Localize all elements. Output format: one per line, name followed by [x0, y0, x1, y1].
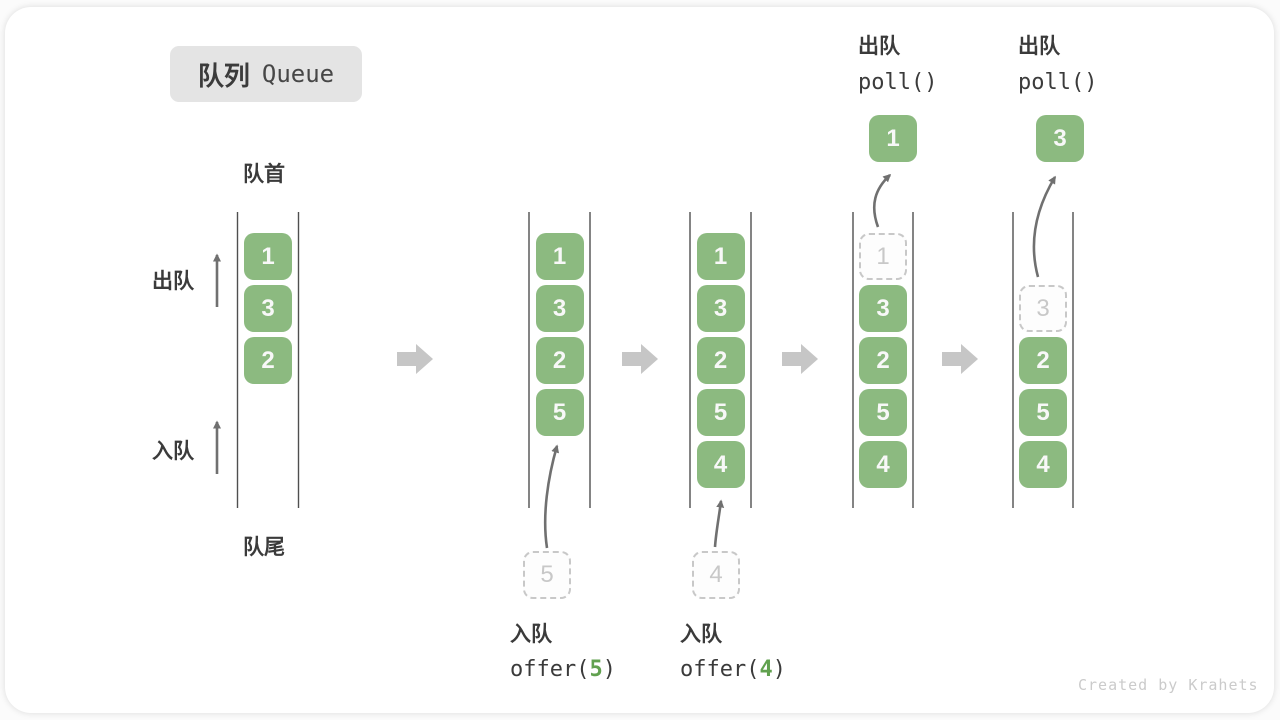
queue-slot-box: 4 — [696, 441, 745, 488]
title-zh: 队列 — [197, 60, 250, 91]
title-badge: 队列 Queue — [170, 46, 362, 102]
polled-value-box: 3 — [1036, 115, 1084, 162]
block-arrow-icon — [782, 344, 818, 374]
dequeue-op-code: poll() — [858, 70, 938, 95]
queue-slot-box: 3 — [535, 285, 584, 332]
queue-slot-box: 2 — [859, 337, 907, 384]
queue-slot-dashed: 3 — [1019, 285, 1067, 332]
queue-walls — [236, 212, 1074, 508]
queue-slot-box: 2 — [696, 337, 745, 384]
queue-slot-box: 5 — [535, 389, 584, 436]
label-dequeue-side: 出队 — [152, 270, 194, 293]
queue-slot-box: 5 — [859, 389, 907, 436]
queue-slot-box: 1 — [535, 233, 584, 280]
enqueue-op-zh: 入队 — [510, 623, 552, 646]
operation-arrows — [213, 173, 1057, 549]
queue-slot-box: 2 — [535, 337, 584, 384]
poll3-arrow — [1032, 175, 1057, 278]
poll1-arrow — [873, 173, 892, 228]
staged-enqueue-box: 4 — [692, 551, 740, 599]
enqueue-op-label: 入队 offer(5) — [510, 618, 616, 682]
enqueue-op-code: offer(4) — [680, 657, 786, 682]
state-transition-arrows — [397, 344, 978, 374]
dequeue-op-code: poll() — [1018, 70, 1098, 95]
staged-enqueue-box: 5 — [523, 551, 571, 599]
enqueue-op-code: offer(5) — [510, 657, 616, 682]
queue-slot-box: 3 — [696, 285, 745, 332]
queue-slot-box: 1 — [696, 233, 745, 280]
queue-slot-box: 4 — [859, 441, 907, 488]
label-queue-front: 队首 — [243, 163, 285, 186]
queue-slot-box: 4 — [1019, 441, 1067, 488]
dequeue-op-zh: 出队 — [858, 35, 900, 58]
polled-value-box: 1 — [869, 115, 917, 162]
queue-slot-box: 2 — [244, 337, 292, 384]
offer5-arrow — [543, 444, 560, 549]
offer4-arrow — [713, 499, 725, 548]
block-arrow-icon — [942, 344, 978, 374]
queue-slot-box: 5 — [1019, 389, 1067, 436]
queue-slot-box: 5 — [696, 389, 745, 436]
label-queue-rear: 队尾 — [243, 536, 285, 559]
title-en: Queue — [261, 60, 335, 88]
dequeue-op-label: 出队 poll() — [1018, 30, 1097, 95]
queue-slot-box: 3 — [244, 285, 292, 332]
block-arrow-icon — [397, 344, 433, 374]
dequeue-op-zh: 出队 — [1018, 35, 1060, 58]
dequeue-op-label: 出队 poll() — [858, 30, 937, 95]
queue-slot-box: 1 — [244, 233, 292, 280]
enqueue-op-zh: 入队 — [680, 623, 722, 646]
queue-slot-dashed: 1 — [859, 233, 907, 280]
label-enqueue-side: 入队 — [152, 440, 194, 463]
queue-slot-box: 2 — [1019, 337, 1067, 384]
watermark: Created by Krahets — [1078, 676, 1259, 694]
enqueue-op-label: 入队 offer(4) — [680, 618, 786, 682]
block-arrow-icon — [622, 344, 658, 374]
queue-slot-box: 3 — [859, 285, 907, 332]
